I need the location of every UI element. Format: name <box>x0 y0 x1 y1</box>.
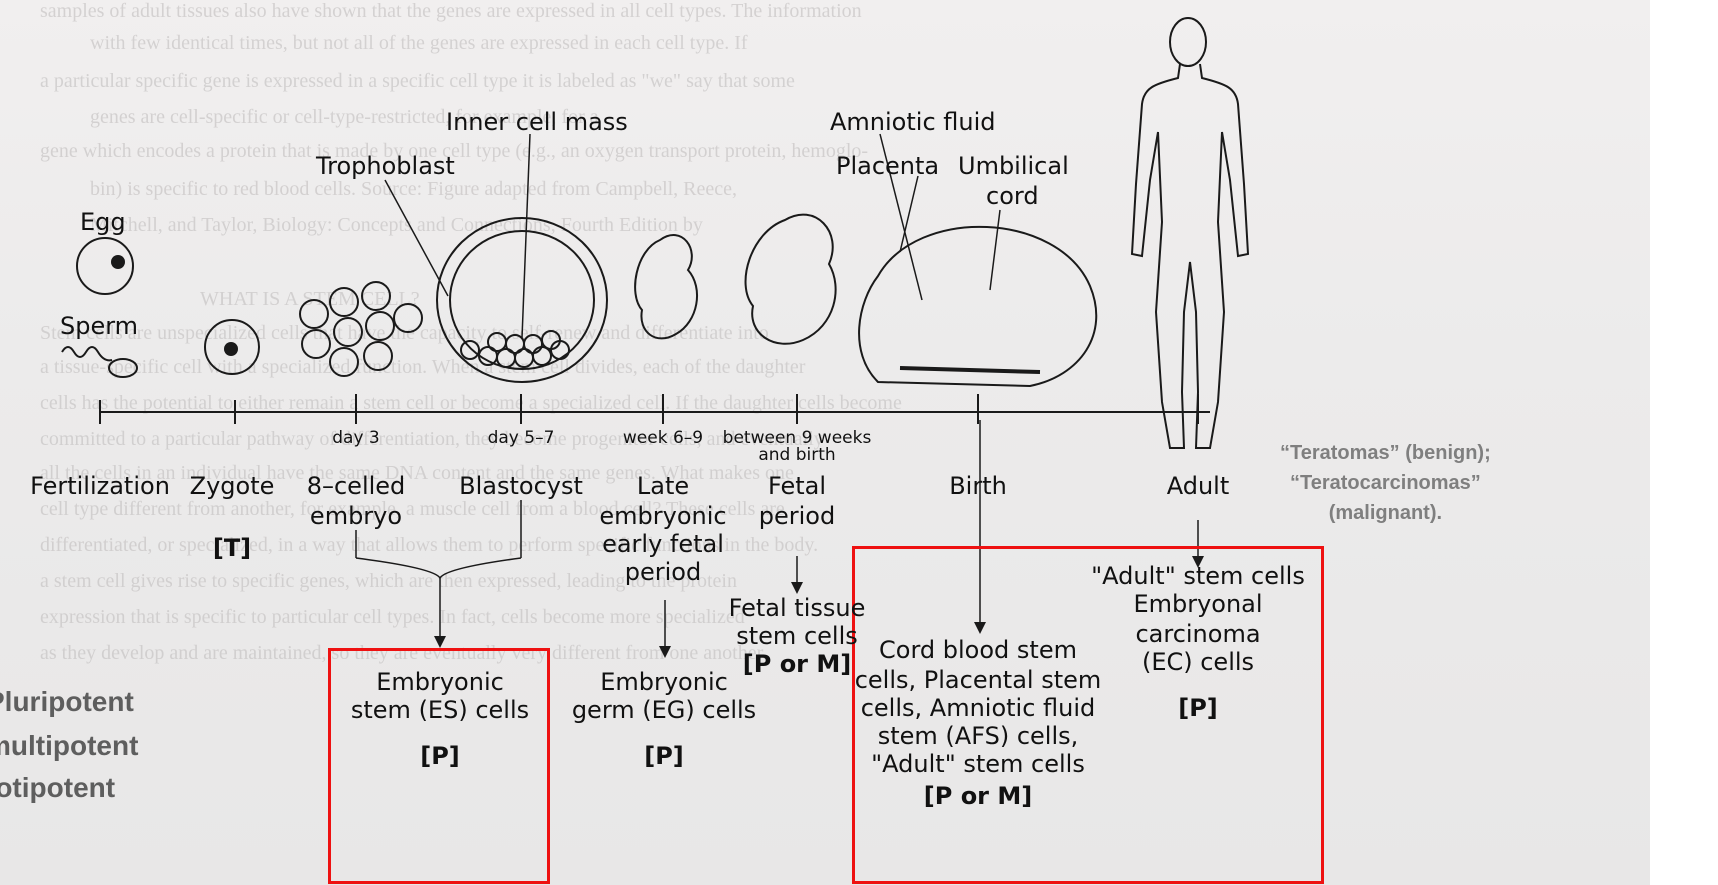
label-sperm: Sperm <box>60 312 138 340</box>
ec-cells-line3: (EC) cells <box>1142 646 1254 679</box>
egg-nucleus <box>111 255 125 269</box>
fetal-tissue-potency-tag: [P or M] <box>743 648 851 681</box>
late-embryo-drawing <box>635 235 697 338</box>
teratoma-annotation: “Teratomas” (benign); “Teratocarcinomas”… <box>1280 438 1491 528</box>
egg-drawing <box>77 238 133 294</box>
stage-birth: Birth <box>949 472 1007 500</box>
cord-blood-potency-tag: [P or M] <box>924 780 1032 813</box>
stage-zygote: Zygote <box>190 472 275 500</box>
blastocyst-drawing <box>437 218 607 382</box>
teratoma-line3: (malignant). <box>1280 498 1491 528</box>
placenta-base <box>900 368 1040 372</box>
stage-period: period <box>625 558 701 586</box>
umbilical-cord-leader <box>990 210 1000 290</box>
eg-cells-potency-tag: [P] <box>644 740 684 773</box>
sperm-head <box>109 359 137 377</box>
tick-day-5-7: day 5–7 <box>488 428 555 448</box>
stage-embryonic: embryonic <box>599 502 726 530</box>
legend-multipotent: multipotent <box>0 730 138 762</box>
uterus-drawing <box>859 227 1096 386</box>
label-umbilical: Umbilical <box>958 152 1069 180</box>
teratoma-line2: “Teratocarcinomas” <box>1280 468 1491 498</box>
stage-early-fetal: early fetal <box>602 530 724 558</box>
ec-cells-line1: Embryonal <box>1133 588 1262 621</box>
stage-8-celled: 8–celled <box>307 472 406 500</box>
adult-figure-drawing <box>1132 18 1248 448</box>
legend-pluripotent: Pluripotent <box>0 686 134 718</box>
es-cells-potency-tag: [P] <box>420 740 460 773</box>
stage-fertilization: Fertilization <box>30 472 170 500</box>
tick-day-3: day 3 <box>332 428 380 448</box>
ec-cells-potency-tag: [P] <box>1178 692 1218 725</box>
label-egg: Egg <box>80 208 126 236</box>
eg-cells-line2: germ (EG) cells <box>572 694 756 727</box>
label-amniotic-fluid: Amniotic fluid <box>830 108 996 136</box>
es-cells-line2: stem (ES) cells <box>351 694 529 727</box>
label-trophoblast: Trophoblast <box>316 152 455 180</box>
label-inner-cell-mass: Inner cell mass <box>446 108 628 136</box>
stage-adult: Adult <box>1167 472 1230 500</box>
label-cord: cord <box>986 182 1039 210</box>
cord-blood-line1: Cord blood stem <box>879 634 1077 667</box>
teratoma-line1: “Teratomas” (benign); <box>1280 438 1491 468</box>
tick-week-6-9: week 6–9 <box>623 428 703 448</box>
eight-celled-embryo-drawing <box>300 282 422 376</box>
stage-fetal-period: period <box>759 502 835 530</box>
inner-cell-mass-leader <box>522 134 530 338</box>
label-placenta: Placenta <box>836 152 939 180</box>
zygote-nucleus <box>224 342 238 356</box>
trophoblast-leader <box>385 180 448 296</box>
fetus-drawing <box>746 215 836 344</box>
sperm-tail <box>62 347 112 360</box>
stage-fetal: Fetal <box>768 472 826 500</box>
cord-blood-line5: "Adult" stem cells <box>871 748 1085 781</box>
tick-and-birth: and birth <box>758 445 835 465</box>
zygote-totipotent-tag: [T] <box>213 534 251 562</box>
stage-late: Late <box>637 472 689 500</box>
stage-embryo: embryo <box>310 502 402 530</box>
stage-blastocyst: Blastocyst <box>459 472 583 500</box>
